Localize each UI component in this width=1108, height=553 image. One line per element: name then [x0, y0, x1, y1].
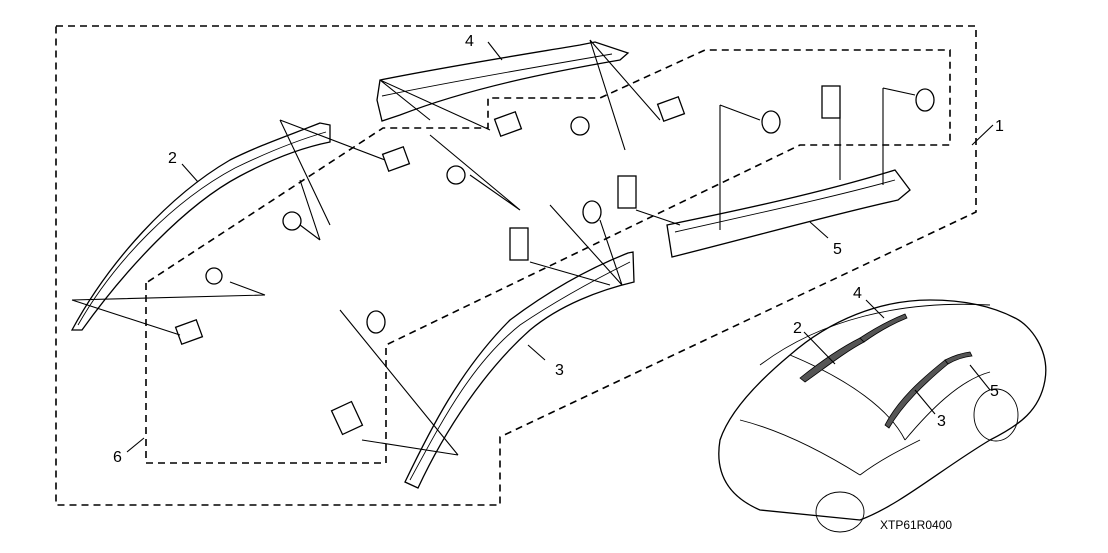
- visor-rear-left[interactable]: [376, 41, 630, 122]
- vehicle-callout-5: 5: [990, 383, 999, 400]
- vehicle-visor-4: [859, 313, 908, 343]
- visor-front-right[interactable]: [404, 251, 635, 489]
- leader-lines: [71, 39, 916, 456]
- visor-rear-right[interactable]: [666, 169, 911, 258]
- vehicle-callout-3: 3: [937, 413, 946, 430]
- callout-5: 5: [833, 241, 842, 258]
- callout-1: 1: [995, 118, 1004, 135]
- callout-6: 6: [113, 449, 122, 466]
- callout-3: 3: [555, 362, 564, 379]
- callout-4: 4: [465, 33, 474, 50]
- push-fastener: [205, 88, 935, 334]
- callout-ticks: [126, 41, 994, 453]
- vehicle-callout-2: 2: [793, 320, 802, 337]
- kit-boundary-1: [55, 25, 977, 506]
- vehicle-inset: [718, 299, 1047, 533]
- reference-code: XTP61R0400: [880, 518, 952, 532]
- vehicle-callout-4: 4: [853, 285, 862, 302]
- callout-2: 2: [168, 150, 177, 167]
- vehicle-visor-5: [944, 351, 973, 365]
- clip-bracket: [174, 85, 841, 436]
- hardware-boundary-6: [145, 49, 951, 464]
